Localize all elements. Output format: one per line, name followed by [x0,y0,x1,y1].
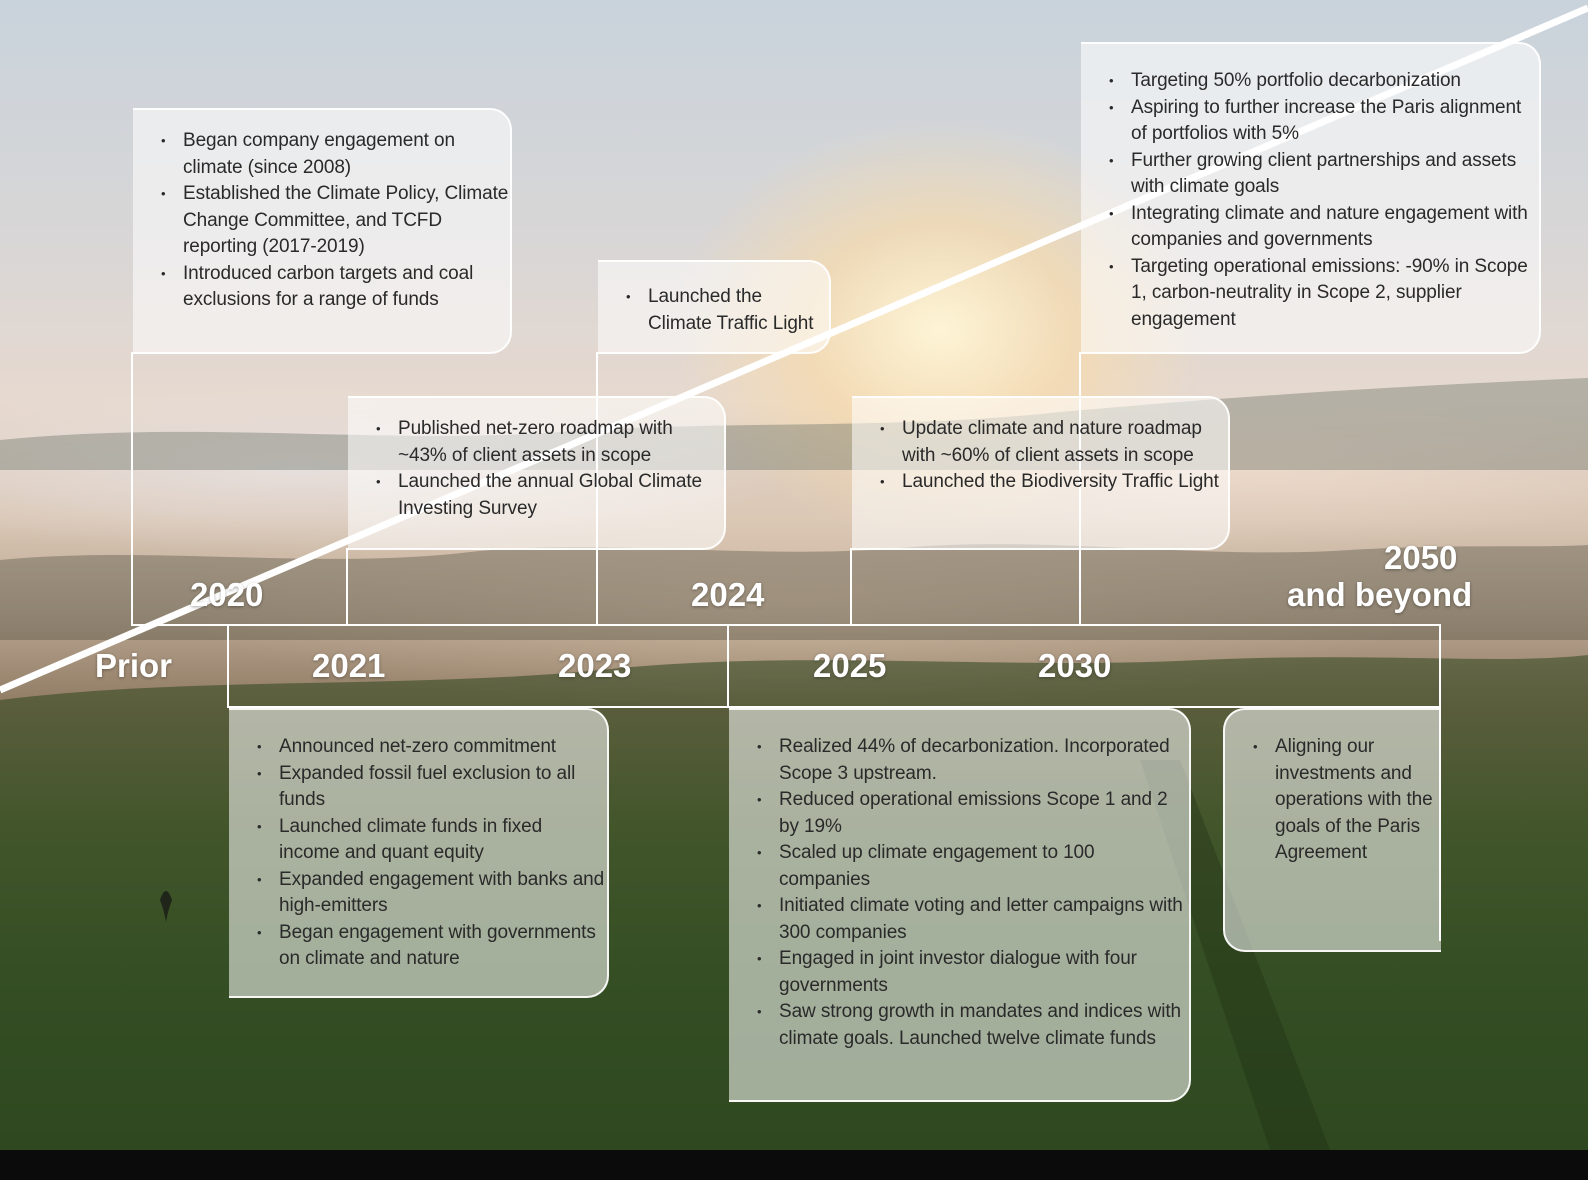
milestone-list-2023: Launched the Climate Traffic Light [598,284,829,337]
card-2025: Realized 44% of decarbonization. Incorpo… [729,708,1191,1102]
label-2024: 2024 [691,576,765,613]
label-2023: 2023 [558,647,632,684]
milestone-item: Scaled up climate engagement to 100 comp… [729,840,1189,893]
milestone-item: Targeting 50% portfolio decarbonization [1081,68,1539,95]
milestone-list-2030: Targeting 50% portfolio decarbonizationA… [1081,68,1539,333]
label-2020: 2020 [190,576,264,613]
milestone-item: Reduced operational emissions Scope 1 an… [729,787,1189,840]
card-2024: Update climate and nature roadmap with ~… [852,396,1230,550]
milestone-list-2020: Published net-zero roadmap with ~43% of … [348,416,724,522]
timeline-upper-axis [131,624,1441,626]
label-2021: 2021 [312,647,386,684]
card-2023: Launched the Climate Traffic Light [598,260,831,354]
label-and-beyond: and beyond [1287,576,1473,613]
milestone-item: Aspiring to further increase the Paris a… [1081,95,1539,148]
milestone-list-2050: Aligning our investments and operations … [1225,734,1441,867]
card-2021: Announced net-zero commitmentExpanded fo… [229,708,609,998]
milestone-item: Began company engagement on climate (sin… [133,128,510,181]
milestone-item: Introduced carbon targets and coal exclu… [133,261,510,314]
card-2020: Published net-zero roadmap with ~43% of … [348,396,726,550]
milestone-item: Initiated climate voting and letter camp… [729,893,1189,946]
label-2050: 2050 [1384,539,1458,576]
milestone-list-2024: Update climate and nature roadmap with ~… [852,416,1228,496]
milestone-list-2021: Announced net-zero commitmentExpanded fo… [229,734,607,973]
milestone-item: Further growing client partnerships and … [1081,148,1539,201]
label-prior: Prior [95,647,173,684]
milestone-item: Launched the Biodiversity Traffic Light [852,469,1228,496]
milestone-item: Realized 44% of decarbonization. Incorpo… [729,734,1189,787]
milestone-item: Update climate and nature roadmap with ~… [852,416,1228,469]
milestone-list-prior: Began company engagement on climate (sin… [133,128,510,314]
stem-2024 [850,548,852,626]
stem-2021 [227,626,229,708]
bottom-bar [0,1150,1588,1180]
card-2030: Targeting 50% portfolio decarbonizationA… [1081,42,1541,354]
timeline-lower-axis [227,706,1441,708]
milestone-item: Expanded fossil fuel exclusion to all fu… [229,761,607,814]
card-prior: Began company engagement on climate (sin… [133,108,512,354]
milestone-item: Launched climate funds in fixed income a… [229,814,607,867]
milestone-item: Launched the Climate Traffic Light [598,284,829,337]
label-2025: 2025 [813,647,887,684]
stem-2020 [346,548,348,626]
milestone-item: Began engagement with governments on cli… [229,920,607,973]
card-2050: Aligning our investments and operations … [1223,708,1441,952]
milestone-list-2025: Realized 44% of decarbonization. Incorpo… [729,734,1189,1052]
milestone-item: Launched the annual Global Climate Inves… [348,469,724,522]
milestone-item: Saw strong growth in mandates and indice… [729,999,1189,1052]
label-2030: 2030 [1038,647,1112,684]
stem-prior [131,352,133,626]
milestone-item: Expanded engagement with banks and high-… [229,867,607,920]
milestone-item: Aligning our investments and operations … [1225,734,1441,867]
stem-2025 [727,626,729,708]
milestone-item: Targeting operational emissions: -90% in… [1081,254,1539,334]
milestone-item: Established the Climate Policy, Climate … [133,181,510,261]
milestone-item: Announced net-zero commitment [229,734,607,761]
milestone-item: Published net-zero roadmap with ~43% of … [348,416,724,469]
milestone-item: Engaged in joint investor dialogue with … [729,946,1189,999]
milestone-item: Integrating climate and nature engagemen… [1081,201,1539,254]
